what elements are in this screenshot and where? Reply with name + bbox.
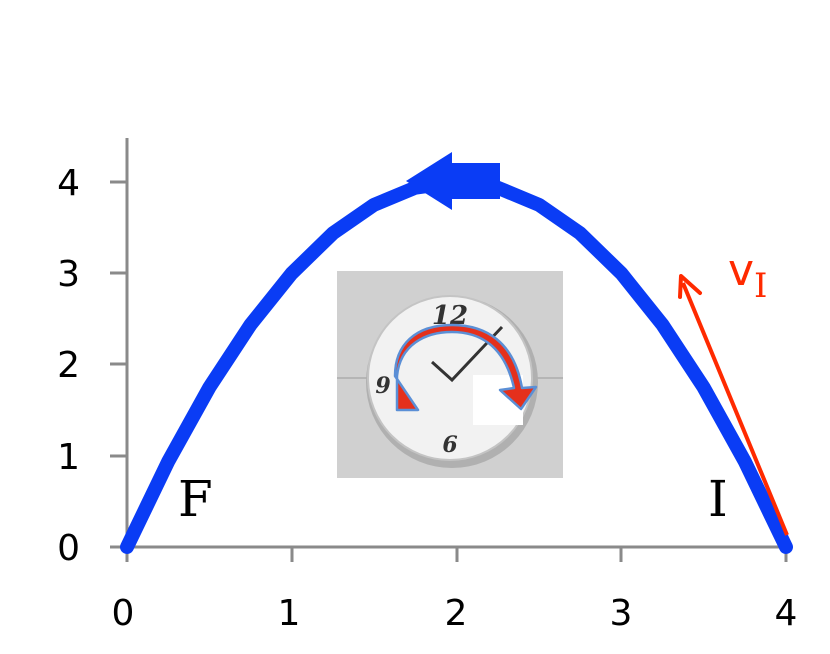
clock-number-6: 6	[442, 432, 457, 458]
y-tick-label: 1	[57, 437, 80, 478]
y-tick-label: 0	[57, 528, 80, 569]
x-tick-label: 3	[610, 593, 633, 634]
clockwise-rotation-icon	[393, 323, 538, 412]
x-tick-label: 4	[775, 593, 798, 634]
y-tick-label: 2	[57, 345, 80, 386]
arrow-left-icon-head	[406, 152, 452, 210]
clock-panel: 12 9 6	[337, 271, 563, 478]
velocity-label-v: v	[728, 245, 754, 296]
x-tick-label: 1	[278, 593, 301, 634]
final-point-label: F	[178, 470, 213, 528]
clock-hands	[430, 325, 504, 383]
arrow-left-icon-body	[448, 163, 500, 199]
axes: 0 1 2 3 4 0 1 2 3 4	[57, 138, 797, 634]
velocity-arrow	[678, 274, 789, 536]
velocity-arrow-shaft	[681, 282, 789, 536]
arrow-left-icon	[406, 152, 500, 210]
velocity-arrow-head	[678, 274, 702, 299]
velocity-label: vI	[728, 245, 767, 306]
x-tick-label: 2	[445, 593, 468, 634]
y-tick-label: 3	[57, 254, 80, 295]
initial-point-label: I	[708, 470, 728, 528]
velocity-label-subscript: I	[754, 266, 767, 306]
x-tick-label: 0	[112, 593, 135, 634]
y-tick-label: 4	[57, 163, 80, 204]
clock-number-9: 9	[375, 373, 390, 399]
